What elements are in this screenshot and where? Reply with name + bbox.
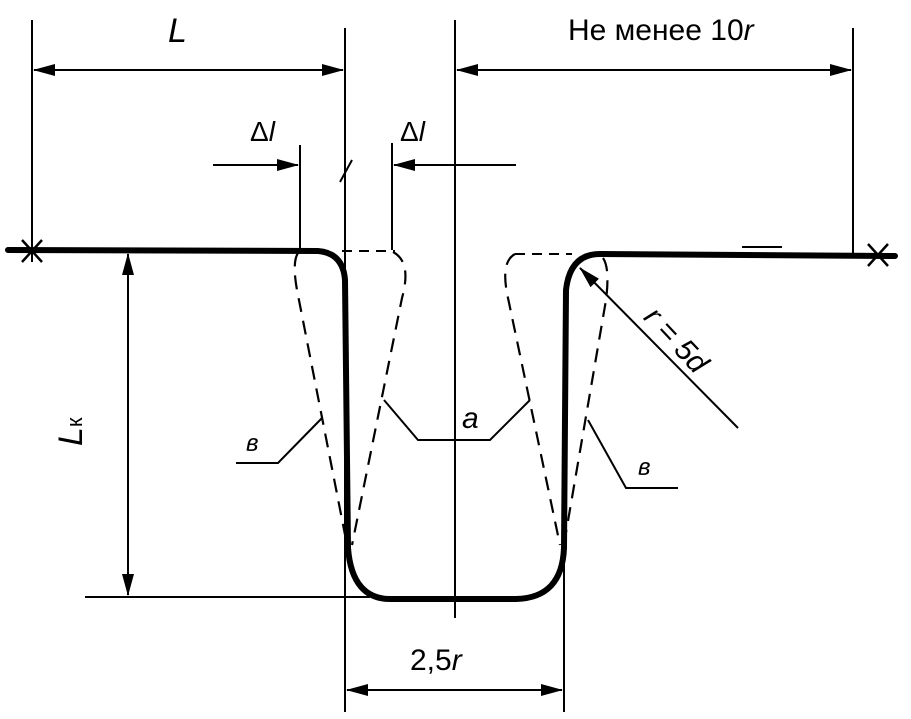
label-length-l: L — [168, 12, 187, 50]
label-delta-left-var: l — [268, 116, 275, 147]
radius-leader-arrow — [579, 267, 739, 429]
dashed-curve-a-right — [504, 253, 562, 546]
fixed-support-right-mark — [867, 243, 889, 267]
leader-line-b-left — [236, 417, 323, 464]
label-curve-b-right: в — [638, 454, 651, 481]
label-loop-height-var: L — [52, 427, 90, 446]
leader-line-a — [383, 399, 531, 441]
label-delta-left: Δl — [250, 118, 275, 146]
label-min-length-var: r — [743, 14, 754, 47]
label-delta-right: Δl — [400, 118, 425, 146]
label-curve-b-left: в — [246, 430, 259, 457]
label-delta-right-var: l — [418, 116, 425, 147]
label-curve-a: a — [462, 402, 479, 435]
label-delta-right-symbol: Δ — [400, 116, 419, 147]
label-delta-left-symbol: Δ — [250, 116, 269, 147]
tick-mark — [339, 159, 353, 183]
leader-line-b-right — [587, 419, 678, 489]
dashed-curve-b-right — [561, 257, 609, 551]
dashed-curve-a-left — [350, 251, 407, 546]
label-loop-height-sub: к — [62, 417, 87, 428]
fixed-support-left-mark — [21, 239, 43, 263]
dashed-curve-b-left — [293, 252, 350, 551]
label-loop-height: Lк — [52, 417, 90, 446]
label-bottom-width: 2,5r — [410, 646, 462, 676]
label-min-length: Не менее 10r — [568, 16, 754, 46]
label-min-length-text: Не менее 10 — [568, 14, 744, 47]
pipe-main-path — [5, 247, 898, 603]
label-bottom-width-var: r — [451, 644, 462, 677]
label-bottom-width-number: 2,5 — [410, 644, 452, 677]
